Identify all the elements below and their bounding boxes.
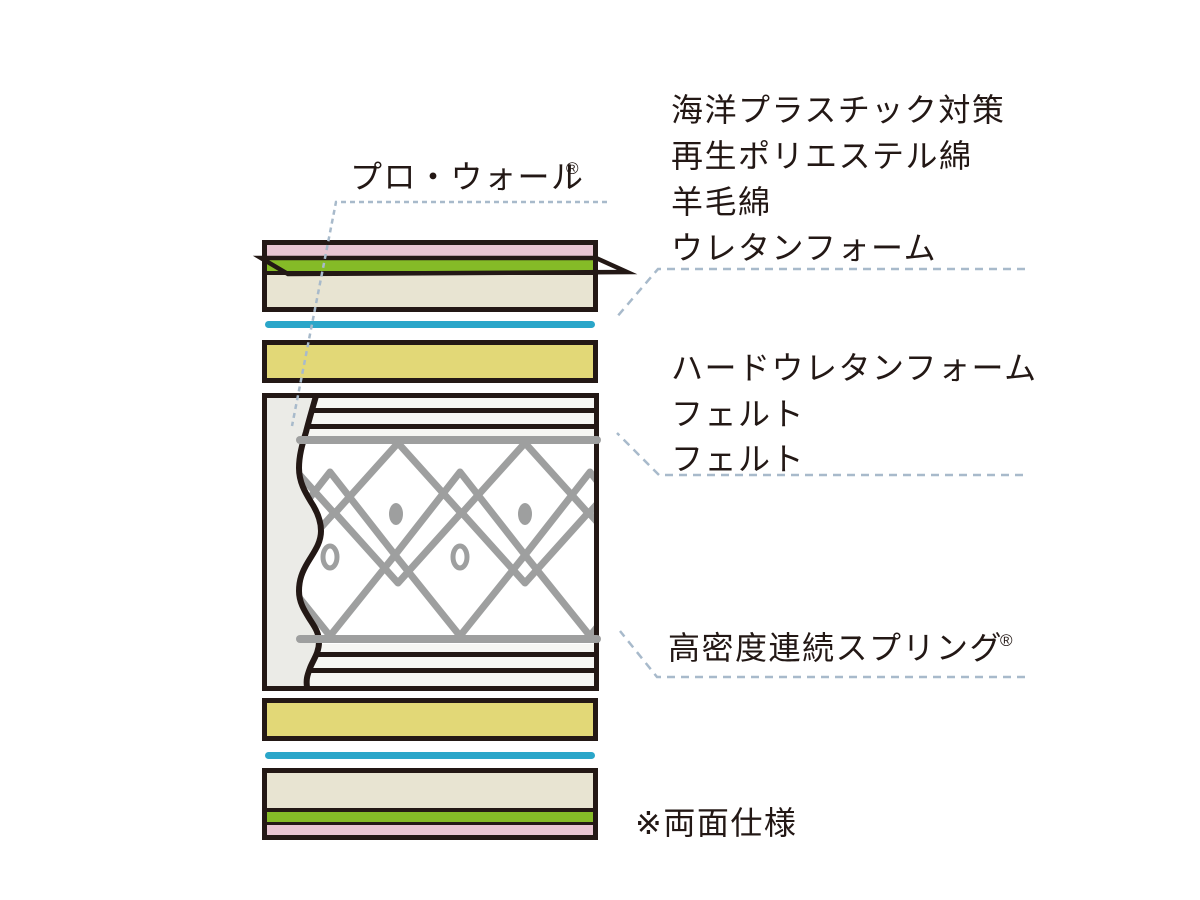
yellow-layer-fill — [267, 345, 593, 378]
middle-layers-label-line-1: ハードウレタンフォーム — [671, 350, 1038, 386]
coil-joint-node — [518, 503, 532, 525]
top-layers-label-block: 海洋プラスチック対策 再生ポリエステル綿 羊毛綿 ウレタンフォーム — [671, 92, 1005, 266]
spring-label: 高密度連続スプリング — [668, 630, 1003, 666]
top-layer-stack — [252, 240, 638, 312]
double-sided-note: ※両面仕様 — [635, 805, 797, 841]
top-layers-connector-line — [615, 267, 1025, 319]
top-blue-sheet-line — [265, 321, 595, 328]
spring-connector-line — [619, 630, 1025, 679]
top-felt-strips — [267, 398, 594, 437]
top-layers-label-line-3: 羊毛綿 — [671, 184, 772, 220]
top-layers-label-line-1: 海洋プラスチック対策 — [671, 92, 1005, 128]
middle-layers-label-line-3: フェルト — [671, 441, 805, 477]
layer-divider — [267, 808, 593, 812]
green-layer-arrow-outline — [252, 255, 638, 277]
middle-layers-label-block: ハードウレタンフォーム フェルト フェルト — [671, 350, 1038, 477]
middle-layers-connector-line — [616, 432, 1023, 477]
bottom-green-polyester-layer — [267, 812, 593, 822]
felt-divider-line — [267, 652, 594, 657]
pro-wall-label: プロ・ウォール — [350, 159, 585, 195]
yellow-layer-fill — [267, 703, 593, 736]
top-layers-label-line-4: ウレタンフォーム — [671, 230, 937, 266]
connector-lines — [290, 200, 1025, 679]
bottom-layer-stack — [262, 768, 598, 840]
pro-wall-wavy-edge — [295, 393, 325, 690]
coil-joint-node — [389, 503, 403, 525]
spring-box-border — [262, 393, 599, 691]
layer-divider — [267, 822, 593, 825]
bottom-hard-urethane-layer — [262, 698, 598, 741]
top-pink-wool-layer — [267, 245, 593, 256]
bottom-pink-wool-layer — [267, 825, 593, 835]
top-hard-urethane-layer — [262, 340, 598, 383]
bottom-felt-strips — [267, 644, 594, 686]
felt-divider-line — [267, 408, 594, 413]
top-green-polyester-layer — [267, 260, 593, 271]
pro-wall-reg-mark: ® — [566, 159, 579, 178]
bottom-blue-sheet-line — [265, 752, 595, 759]
top-layers-label-line-2: 再生ポリエステル綿 — [671, 138, 973, 174]
spring-reg-mark: ® — [1000, 631, 1013, 650]
felt-divider-line — [267, 424, 594, 429]
coil-loop-ring — [450, 543, 470, 571]
coil-loop-ring — [320, 543, 340, 571]
felt-divider-line — [267, 668, 594, 673]
pro-wall-connector-line — [290, 200, 607, 427]
spring-unit-box — [262, 393, 601, 691]
spring-coil — [521, 468, 594, 640]
middle-layers-label-line-2: フェルト — [671, 396, 805, 432]
